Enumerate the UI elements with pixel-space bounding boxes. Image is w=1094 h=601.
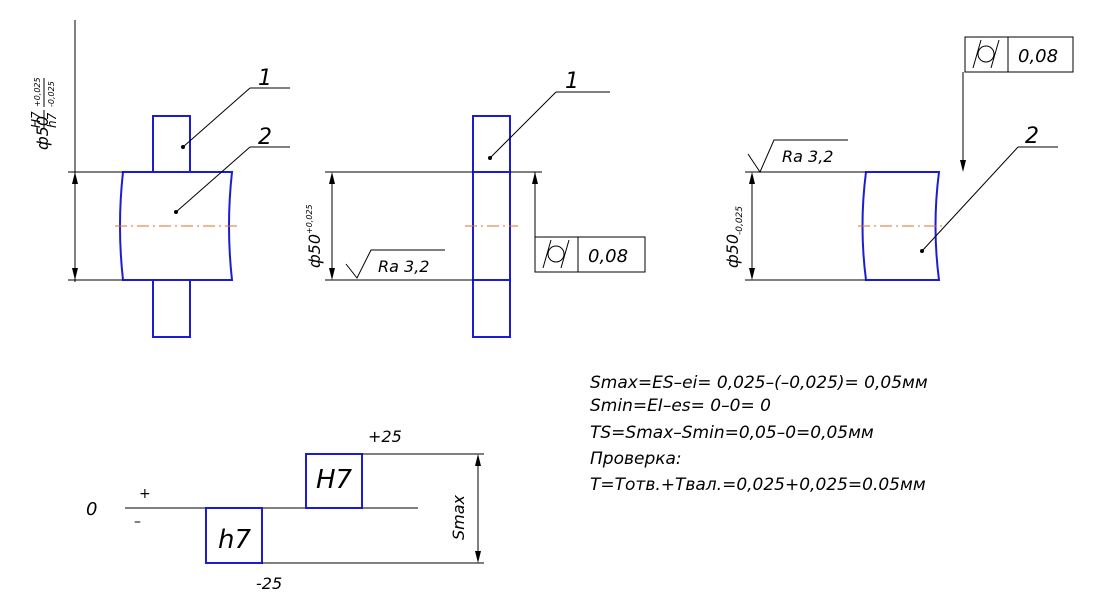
fit-shaft-text: h7 bbox=[45, 112, 59, 128]
lower-deviation-label: -25 bbox=[256, 574, 282, 593]
callout-2-label: 2 bbox=[258, 125, 272, 150]
cylindricity-icon bbox=[972, 39, 1000, 69]
cylindricity-icon bbox=[542, 239, 570, 269]
bushing-tolerance-value: 0,08 bbox=[588, 246, 628, 267]
assembly-view: ф50 H7 h7 +0,025 -0,025 1 2 bbox=[29, 20, 290, 338]
shaft-tolerance-value: 0,08 bbox=[1018, 46, 1058, 67]
roughness-check-icon bbox=[345, 249, 445, 279]
roughness-check-icon bbox=[747, 139, 848, 174]
hole-zone-label: H7 bbox=[316, 465, 353, 495]
fit-hole-text: H7 bbox=[29, 111, 43, 128]
shaft-view: ф50 -0,025 Ra 3,2 0,08 2 bbox=[723, 36, 1074, 281]
shaft-tolerance-frame bbox=[964, 36, 1074, 73]
fit-diameter-text: ф50 bbox=[33, 116, 52, 150]
bushing-roughness-text: Ra 3,2 bbox=[378, 257, 429, 276]
bushing-top-section bbox=[152, 115, 191, 173]
bushing-view: ф50 +0,025 Ra 3,2 0,08 1 bbox=[305, 69, 646, 338]
shaft-zone-h7 bbox=[205, 507, 263, 564]
callout-1-bushing-label: 1 bbox=[565, 69, 579, 94]
shaft-zone-label: h7 bbox=[218, 525, 251, 555]
shaft-diameter-annotation: ф50 -0,025 bbox=[723, 206, 745, 268]
smax-label: Smax bbox=[449, 494, 468, 540]
tolerance-zone-scheme: 0 + – H7 +25 h7 -25 Smax bbox=[86, 427, 484, 593]
callout-2-shaft-label: 2 bbox=[1025, 124, 1039, 149]
calc-line-smax: Smax=ES–ei= 0,025–(–0,025)= 0,05мм bbox=[590, 373, 928, 393]
tolerance-frame bbox=[534, 236, 646, 273]
bushing-dim-dev-text: +0,025 bbox=[305, 204, 314, 234]
bushing-lower-section bbox=[472, 279, 511, 338]
calc-line-smin: Smin=EI–es= 0–0= 0 bbox=[590, 396, 771, 416]
shaft-body bbox=[119, 171, 234, 281]
fit-annotation: ф50 H7 h7 +0,025 -0,025 bbox=[29, 77, 59, 150]
fit-hole-dev-text: +0,025 bbox=[33, 77, 42, 107]
fit-shaft-dev-text: -0,025 bbox=[47, 81, 56, 107]
minus-label: – bbox=[134, 514, 141, 530]
zero-line-label: 0 bbox=[86, 499, 97, 520]
calc-line-check: Проверка: bbox=[590, 449, 682, 469]
hole-zone-h7 bbox=[305, 453, 363, 509]
bushing-diameter-annotation: ф50 +0,025 bbox=[305, 204, 324, 268]
shaft-outline bbox=[861, 171, 941, 281]
shaft-dim-dev-text: -0,025 bbox=[735, 206, 745, 235]
bushing-upper-section bbox=[472, 115, 511, 173]
calc-line-total: T=Tотв.+Tвал.=0,025+0,025=0.05мм bbox=[590, 475, 926, 495]
callout-1-label: 1 bbox=[258, 66, 272, 91]
calculation-block: Smax=ES–ei= 0,025–(–0,025)= 0,05мм Smin=… bbox=[590, 373, 928, 495]
shaft-roughness-text: Ra 3,2 bbox=[782, 147, 833, 166]
shaft-dim-text: ф50 bbox=[723, 234, 742, 268]
calc-line-ts: TS=Smax–Smin=0,05–0=0,05мм bbox=[590, 423, 874, 443]
upper-deviation-label: +25 bbox=[368, 427, 402, 446]
plus-label: + bbox=[139, 486, 151, 502]
bushing-bottom-section bbox=[152, 279, 191, 338]
bushing-dim-text: ф50 bbox=[305, 234, 324, 268]
